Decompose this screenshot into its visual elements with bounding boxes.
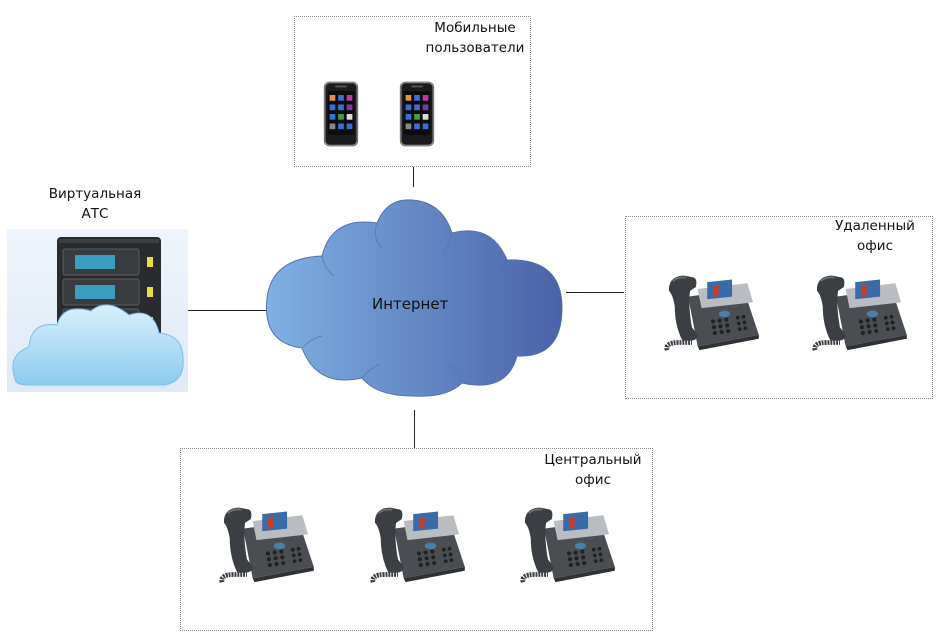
internet-label: Интернет — [372, 295, 449, 313]
central-office-group — [180, 448, 653, 631]
remote-office-label: Удаленный офис — [835, 218, 915, 254]
edge-remote-internet — [566, 292, 624, 293]
smartphone-icon — [398, 78, 436, 150]
remote-office-group — [625, 216, 933, 399]
ip-phone-icon — [806, 268, 914, 354]
central-office-label: Центральный офис — [544, 452, 642, 488]
ip-phone-icon — [514, 500, 622, 586]
mobile-users-label: Мобильные пользователи — [425, 20, 525, 56]
cloud-server-icon — [7, 229, 188, 392]
smartphone-icon — [322, 78, 360, 150]
ip-phone-icon — [364, 500, 472, 586]
internet-cloud-icon — [265, 199, 563, 397]
edge-central-internet — [414, 410, 415, 448]
ip-phone-icon — [213, 500, 321, 586]
edge-pbx-internet — [188, 310, 266, 311]
edge-mobile-internet — [413, 167, 414, 187]
mobile-users-group — [294, 16, 531, 167]
ip-phone-icon — [658, 268, 766, 354]
virtual-pbx-label: Виртуальная АТС — [48, 186, 142, 222]
